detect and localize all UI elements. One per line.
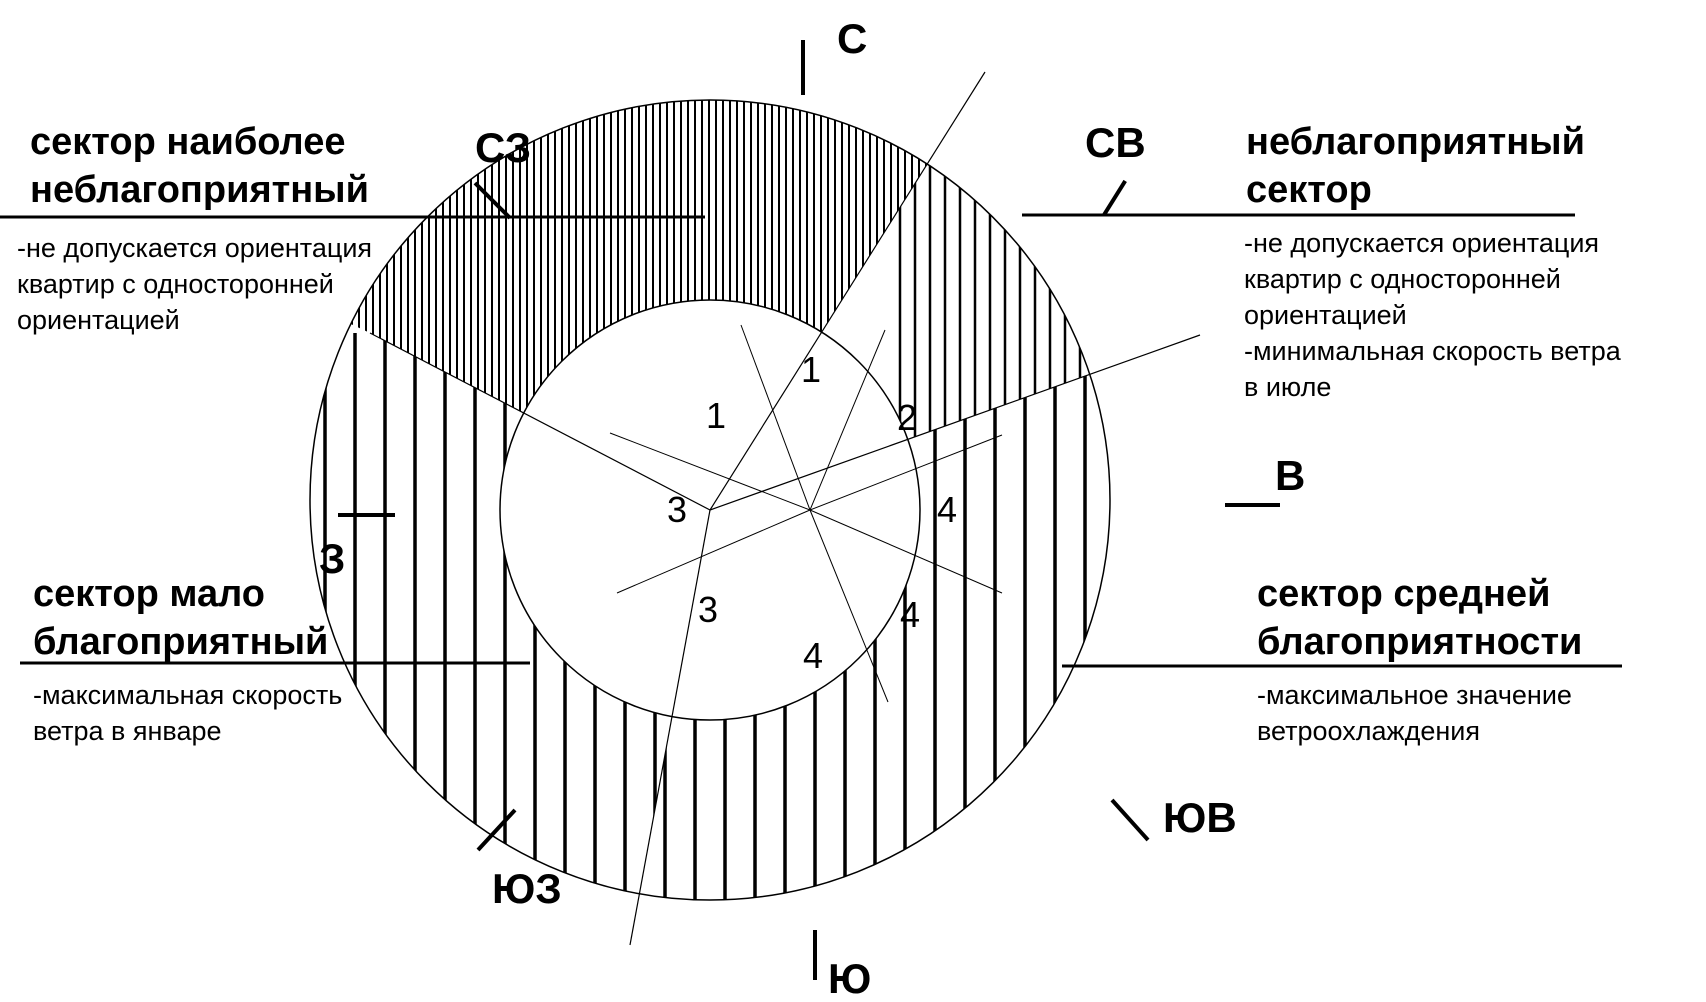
inner-wedge-line (609, 432, 811, 511)
sector-note: -не допускается ориентация (17, 233, 373, 263)
outer-circle (309, 99, 1111, 901)
inner-wedge-line (740, 324, 811, 511)
divider-nw (369, 332, 711, 511)
inner-wedge-line (809, 329, 886, 511)
inner-wedge-line (809, 509, 889, 703)
sector-notes-bottom-left: -максимальная скорость ветра в январе (33, 677, 342, 749)
sector-title-bottom-left: сектор мало благоприятный (33, 570, 328, 666)
sector-title-line: благоприятности (1257, 621, 1583, 663)
inner-wedge-line (616, 509, 811, 594)
compass-label-south: Ю (828, 955, 872, 1002)
sector-note: ориентацией (17, 305, 180, 335)
tick-northwest (473, 181, 512, 220)
sector-title-line: сектор средней (1257, 573, 1551, 615)
sector-note: -максимальное значение (1257, 680, 1572, 710)
sector-title-top-left: сектор наиболее неблагоприятный (30, 118, 369, 214)
tick-northeast (1102, 179, 1127, 217)
inner-number: 2 (896, 397, 918, 438)
divider-sw (629, 509, 711, 946)
sector-title-line: неблагоприятный (30, 169, 369, 211)
inner-number: 3 (697, 589, 719, 630)
sector-notes-bottom-right: -максимальное значение ветроохлаждения (1257, 677, 1572, 749)
sector-note: в июле (1244, 372, 1332, 402)
inner-wedge-line (809, 509, 1003, 594)
inner-number: 4 (936, 489, 958, 530)
sector-note: -максимальная скорость (33, 680, 343, 710)
compass-label-north: С (837, 15, 868, 62)
sector-title-top-right: неблагоприятный сектор (1246, 118, 1585, 214)
compass-label-northwest: СЗ (475, 124, 532, 171)
sector-note: ветроохлаждения (1257, 716, 1480, 746)
compass-label-west: З (319, 535, 346, 582)
compass-label-east: В (1275, 452, 1306, 499)
sector-note: квартир с односторонней (1244, 264, 1561, 294)
tick-southwest (476, 808, 517, 852)
compass-label-southeast: ЮВ (1163, 794, 1237, 841)
divider-ne (709, 71, 986, 511)
sector-note: -минимальная скорость ветра (1244, 336, 1621, 366)
inner-number: 4 (899, 594, 921, 635)
divider-e (709, 334, 1201, 511)
sector-notes-top-left: -не допускается ориентация квартир с одн… (17, 230, 372, 338)
sector-notes-top-right: -не допускается ориентация квартир с одн… (1244, 225, 1621, 405)
inner-number: 4 (802, 635, 824, 676)
compass-label-southwest: ЮЗ (492, 865, 562, 912)
sector-title-line: сектор (1246, 169, 1372, 211)
inner-number: 3 (666, 489, 688, 530)
sector-note: ориентацией (1244, 300, 1407, 330)
sector-title-line: благоприятный (33, 621, 329, 663)
sector-note: квартир с односторонней (17, 269, 334, 299)
sector-title-line: сектор мало (33, 573, 265, 615)
inner-wedge-line (809, 434, 1003, 511)
sector-title-line: сектор наиболее (30, 121, 346, 163)
sector-title-line: неблагоприятный (1246, 121, 1585, 163)
inner-number: 1 (705, 395, 727, 436)
sector-title-bottom-right: сектор средней благоприятности (1257, 570, 1582, 666)
inner-number: 1 (800, 349, 822, 390)
sector-note: ветра в январе (33, 716, 222, 746)
compass-label-northeast: СВ (1085, 119, 1146, 166)
tick-southeast (1110, 798, 1150, 842)
sector-note: -не допускается ориентация (1244, 228, 1600, 258)
